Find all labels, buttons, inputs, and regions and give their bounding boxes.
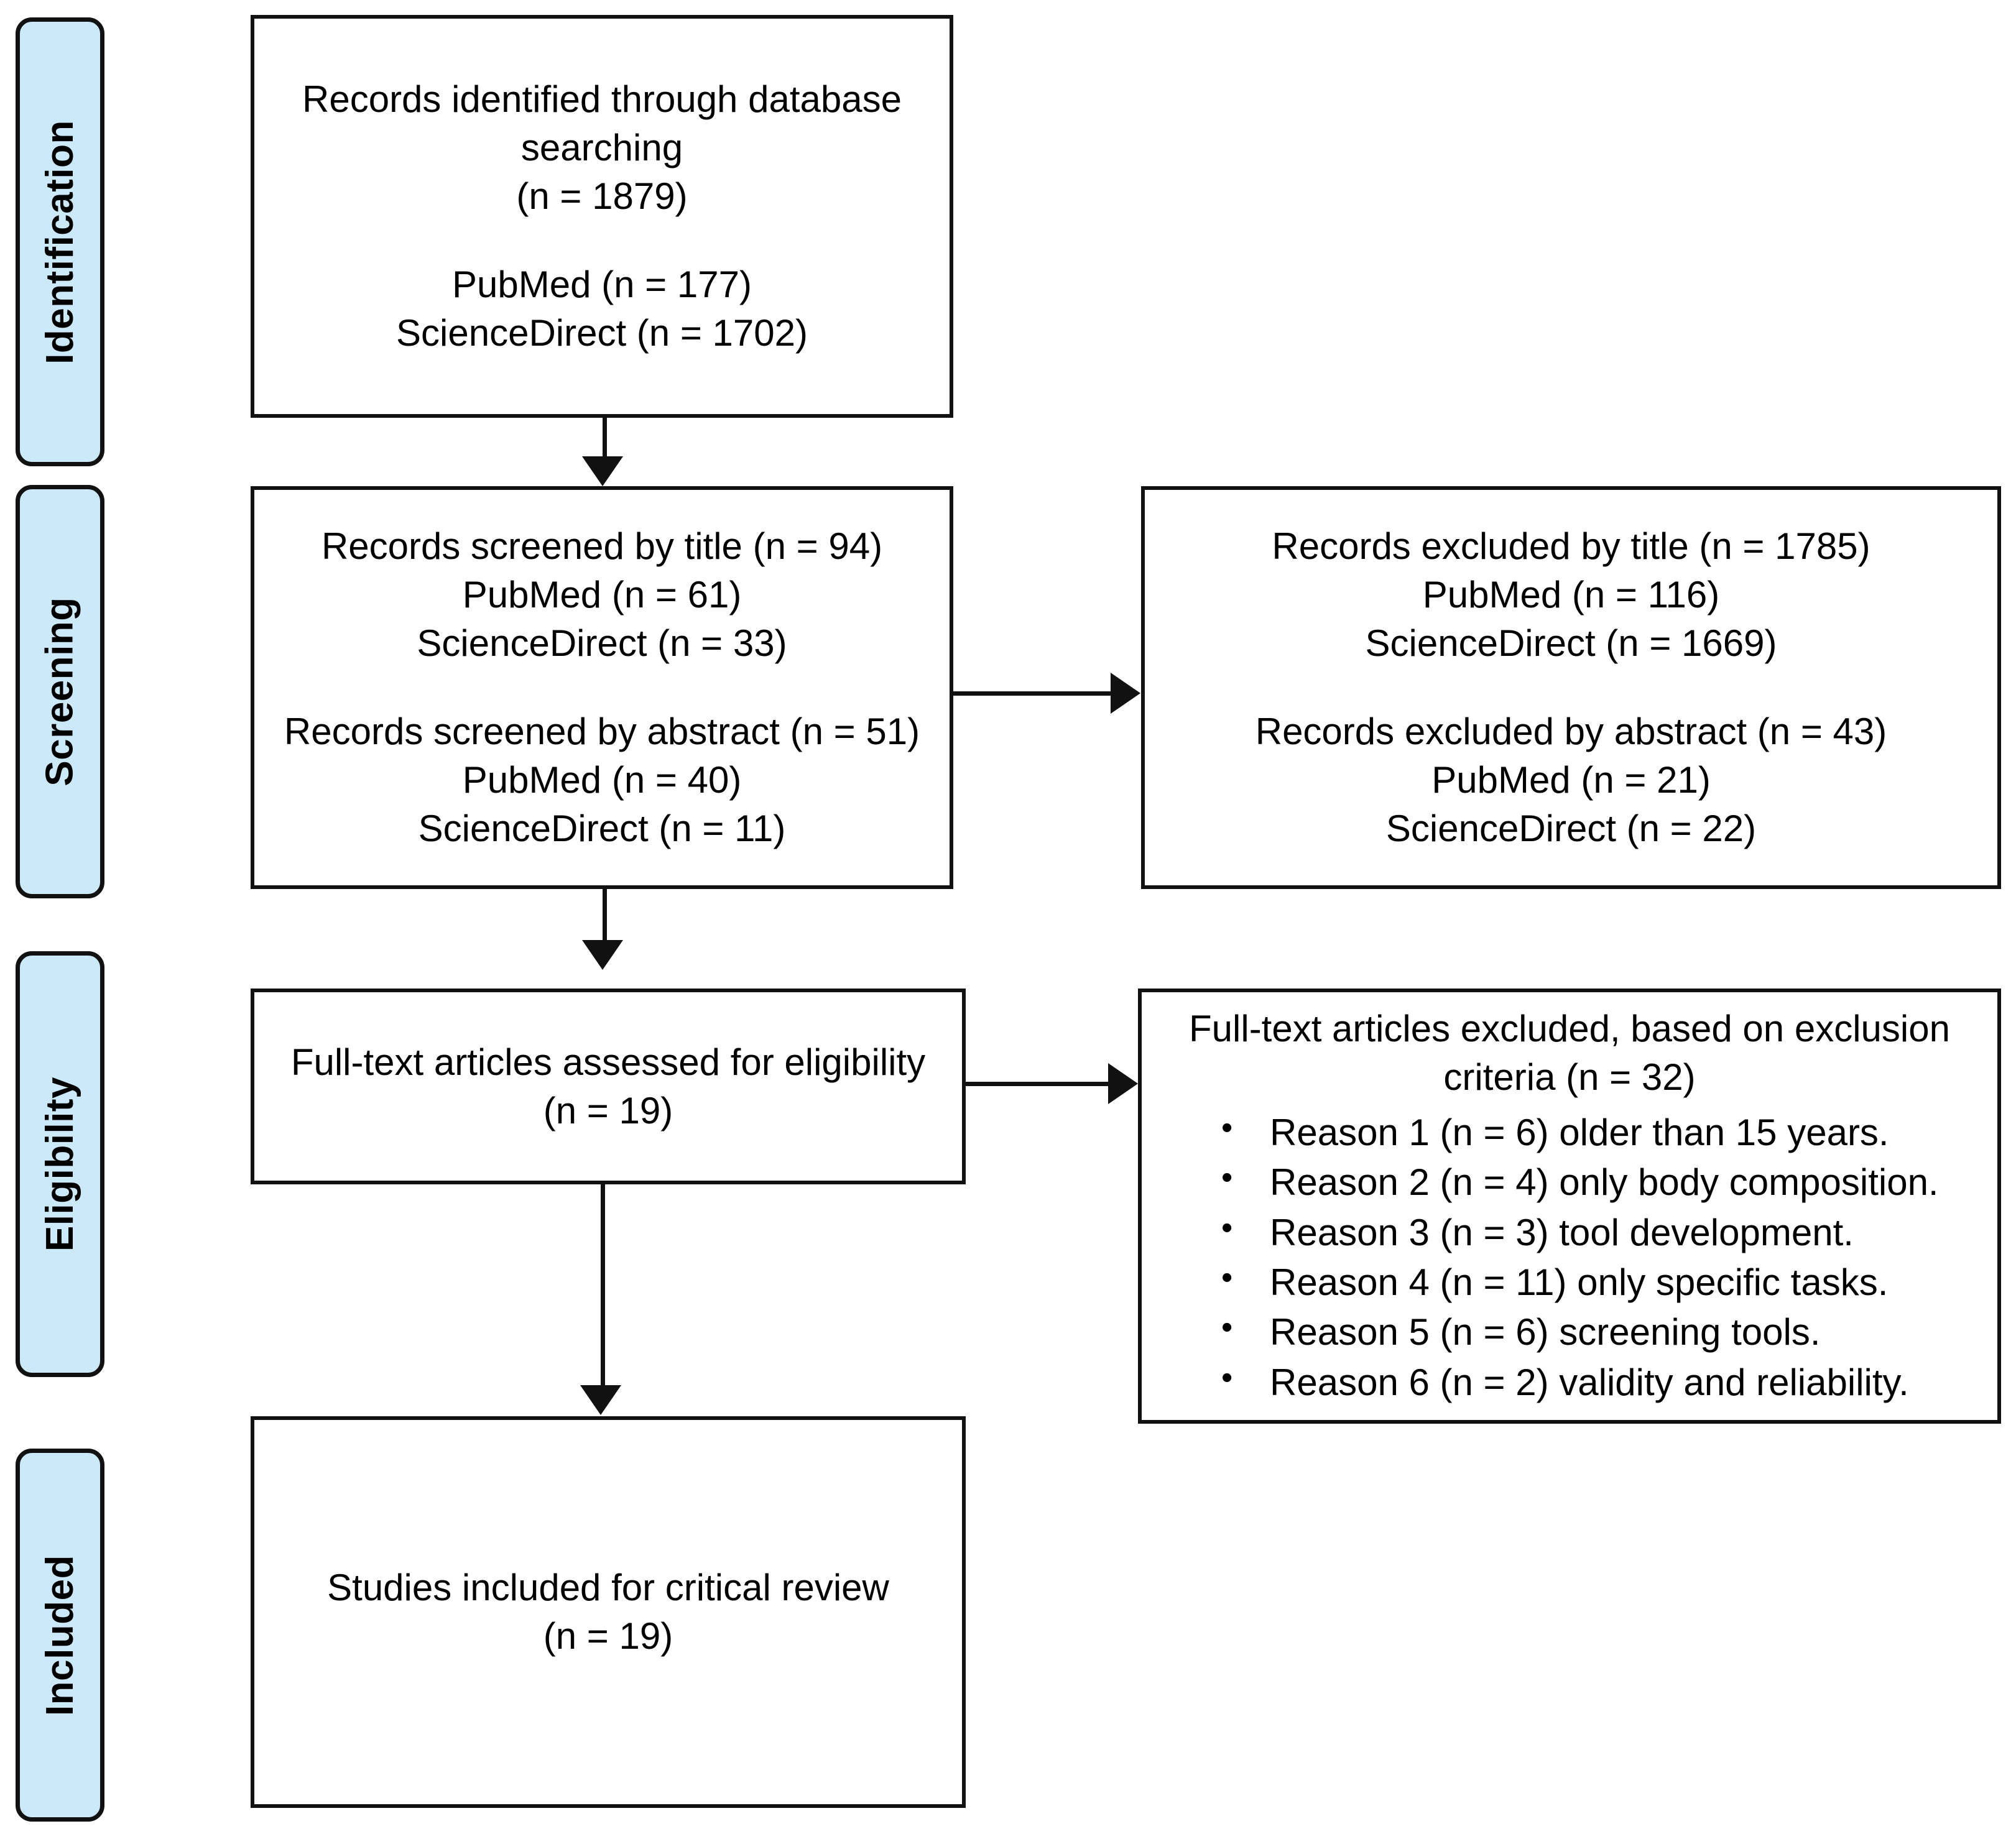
stage-pill-screening: Screening [16,485,104,898]
stage-pill-eligibility: Eligibility [16,951,104,1377]
text-line: ScienceDirect (n = 11) [418,808,786,849]
stage-label-eligibility: Eligibility [39,1076,81,1252]
list-item: Reason 4 (n = 11) only specific tasks. [1210,1256,1964,1307]
connector-screened-to-excluded [953,691,1112,696]
text-line: ScienceDirect (n = 1669) [1365,622,1777,664]
arrowhead-down-icon [582,456,623,486]
text-line: Records screened by abstract (n = 51) [284,711,920,752]
stage-pill-identification: Identification [16,17,104,466]
arrowhead-down-icon [582,940,623,970]
arrowhead-right-icon [1108,1063,1138,1104]
list-item: Reason 5 (n = 6) screening tools. [1210,1306,1964,1357]
text-line: Records excluded by abstract (n = 43) [1255,711,1887,752]
text-line: PubMed (n = 61) [462,574,742,615]
text-line: Full-text articles excluded, based on ex… [1189,1007,1950,1049]
box-studies-included: Studies included for critical review (n … [251,1416,966,1808]
arrowhead-right-icon [1111,673,1140,714]
paragraph-spacer [254,668,950,707]
box-records-screened-text: Records screened by title (n = 94) PubMe… [254,522,950,853]
paragraph-spacer [254,221,950,260]
box-records-excluded-text: Records excluded by title (n = 1785) Pub… [1145,522,1997,853]
stage-label-included: Included [39,1554,81,1716]
arrowhead-down-icon [580,1385,621,1415]
text-line: Studies included for critical review [327,1567,889,1608]
text-line: criteria (n = 32) [1443,1056,1696,1098]
text-line: ScienceDirect (n = 1702) [396,312,808,354]
text-line: (n = 19) [543,1089,673,1132]
text-line: Records identified through database [302,78,902,120]
box-records-screened: Records screened by title (n = 94) PubMe… [251,486,953,889]
box-records-identified: Records identified through database sear… [251,15,953,418]
list-item: Reason 2 (n = 4) only body composition. [1210,1156,1964,1207]
exclusion-reason-list: Reason 1 (n = 6) older than 15 years. Re… [1142,1107,1997,1408]
text-line: PubMed (n = 177) [452,264,752,305]
text-line: PubMed (n = 40) [462,759,742,801]
list-item: Reason 6 (n = 2) validity and reliabilit… [1210,1357,1964,1408]
stage-pill-included: Included [16,1449,104,1822]
text-line: Records excluded by title (n = 1785) [1272,525,1870,567]
box-studies-included-text: Studies included for critical review (n … [254,1564,962,1661]
text-line: Full-text articles assessed for eligibil… [290,1041,926,1083]
stage-label-screening: Screening [39,597,81,786]
text-line: (n = 19) [543,1615,673,1657]
box-records-identified-text: Records identified through database sear… [254,75,950,357]
text-line: searching [520,127,683,168]
connector-screening-to-eligibility [603,889,607,945]
stage-label-identification: Identification [39,119,81,364]
box-fulltext-excluded: Full-text articles excluded, based on ex… [1138,989,2001,1424]
text-line: Records screened by title (n = 94) [321,525,883,567]
text-line: (n = 1879) [516,175,688,217]
list-item: Reason 1 (n = 6) older than 15 years. [1210,1107,1964,1158]
text-line: PubMed (n = 21) [1431,759,1711,801]
text-line: PubMed (n = 116) [1422,574,1720,615]
box-records-excluded: Records excluded by title (n = 1785) Pub… [1141,486,2001,889]
box-fulltext-assessed: Full-text articles assessed for eligibil… [251,989,966,1184]
connector-eligibility-to-included [601,1184,605,1390]
text-line: ScienceDirect (n = 22) [1385,808,1757,849]
connector-identification-to-screening [603,418,607,461]
connector-assessed-to-excluded [966,1082,1109,1086]
list-item: Reason 3 (n = 3) tool development. [1210,1207,1964,1258]
box-fulltext-assessed-text: Full-text articles assessed for eligibil… [254,1038,962,1135]
paragraph-spacer [1145,668,1997,707]
text-line: ScienceDirect (n = 33) [417,622,787,664]
box-fulltext-excluded-text: Full-text articles excluded, based on ex… [1142,1005,1997,1102]
